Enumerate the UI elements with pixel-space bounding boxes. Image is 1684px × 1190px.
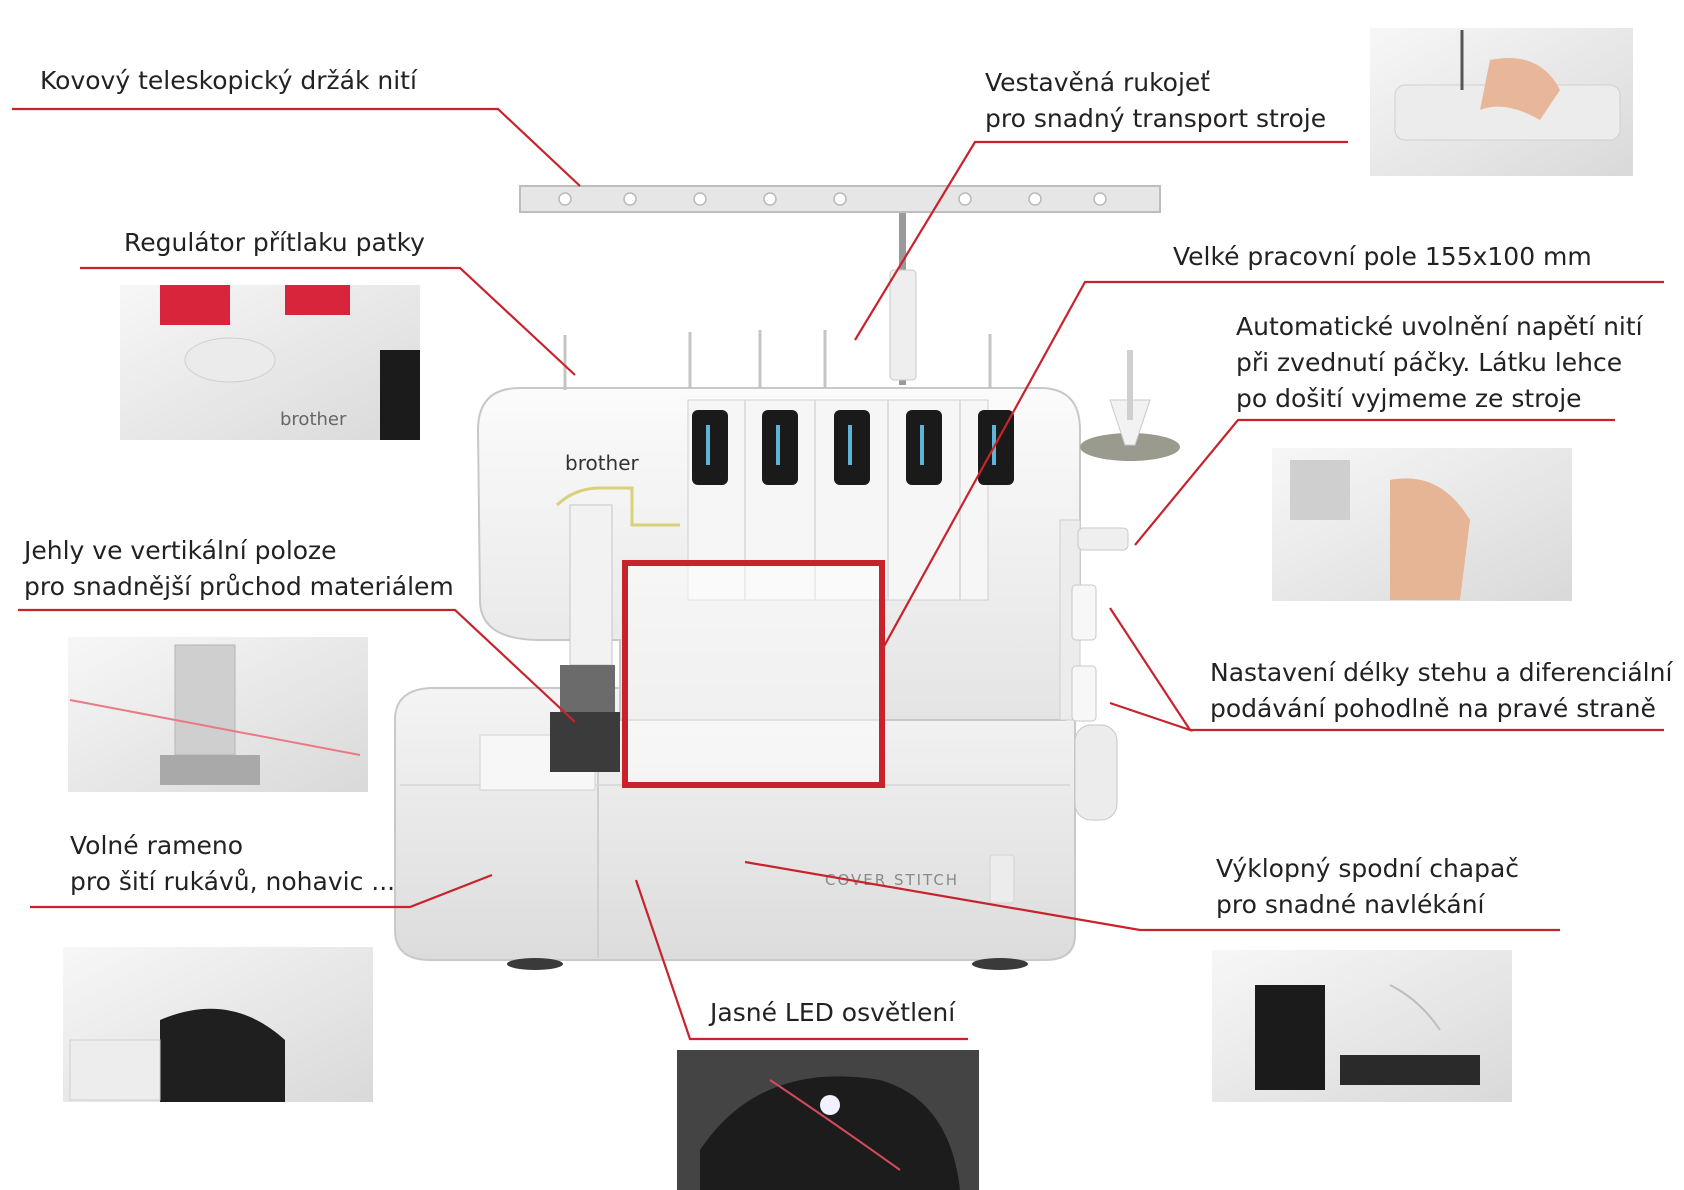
photo-presser: brother xyxy=(120,285,420,440)
callout-lines xyxy=(12,107,1664,1041)
needle-bar xyxy=(569,504,613,666)
sewing-machine: brother COVER STITCH xyxy=(394,185,1180,970)
label-freearm-1: Volné rameno xyxy=(70,831,244,860)
callout-work-area xyxy=(881,280,1664,651)
callout-stitch xyxy=(1109,607,1193,733)
spool-holder xyxy=(1080,350,1180,461)
release-lever xyxy=(1077,527,1129,551)
label-thread-holder: Kovový teleskopický držák nití xyxy=(40,66,417,95)
handle-mast xyxy=(889,269,917,381)
label-work-area: Velké pracovní pole 155x100 mm xyxy=(1173,242,1592,271)
differential-dial xyxy=(1071,665,1097,722)
machine-model-label: COVER STITCH xyxy=(825,871,959,889)
callout-led xyxy=(634,879,968,1041)
label-freearm-2: pro šití rukávů, nohavic .... xyxy=(70,867,404,896)
label-looper-2: pro snadné navlékání xyxy=(1216,890,1485,919)
photo-led xyxy=(677,1050,979,1190)
photo-presser-brand: brother xyxy=(280,409,347,430)
photo-handle xyxy=(1370,28,1633,176)
work-area-highlight xyxy=(622,560,885,788)
photo-looper xyxy=(1212,950,1512,1102)
tension-dials xyxy=(687,399,1014,601)
presser-foot xyxy=(560,665,615,715)
callout-release xyxy=(1134,418,1615,546)
photo-release xyxy=(1272,448,1572,601)
label-stitch-2: podávání pohodlně na pravé straně xyxy=(1210,694,1656,723)
label-needles-1: Jehly ve vertikální poloze xyxy=(24,536,337,565)
label-handle-2: pro snadný transport stroje xyxy=(985,104,1327,133)
callout-looper xyxy=(744,860,1560,932)
label-release-3: po došití vyjmeme ze stroje xyxy=(1236,384,1582,413)
label-stitch-1: Nastavení délky stehu a diferenciální xyxy=(1210,658,1673,687)
callout-handle xyxy=(854,140,1348,341)
callout-needles xyxy=(18,608,576,723)
label-presser: Regulátor přítlaku patky xyxy=(124,228,425,257)
callout-thread-holder xyxy=(12,107,581,187)
photo-freearm xyxy=(63,947,373,1102)
label-led: Jasné LED osvětlení xyxy=(710,998,956,1027)
machine-brand: brother xyxy=(565,451,640,475)
label-handle-1: Vestavěná rukojeť xyxy=(985,68,1211,97)
callout-presser xyxy=(80,266,576,376)
label-looper-1: Výklopný spodní chapač xyxy=(1216,854,1520,883)
label-release-1: Automatické uvolnění napětí nití xyxy=(1236,312,1643,341)
stitch-length-dial xyxy=(1071,584,1097,641)
photo-needles xyxy=(68,637,368,792)
label-needles-2: pro snadnější průchod materiálem xyxy=(24,572,454,601)
handwheel xyxy=(1074,724,1118,821)
callout-freearm xyxy=(30,873,493,909)
label-release-2: při zvednutí páčky. Látku lehce xyxy=(1236,348,1623,377)
